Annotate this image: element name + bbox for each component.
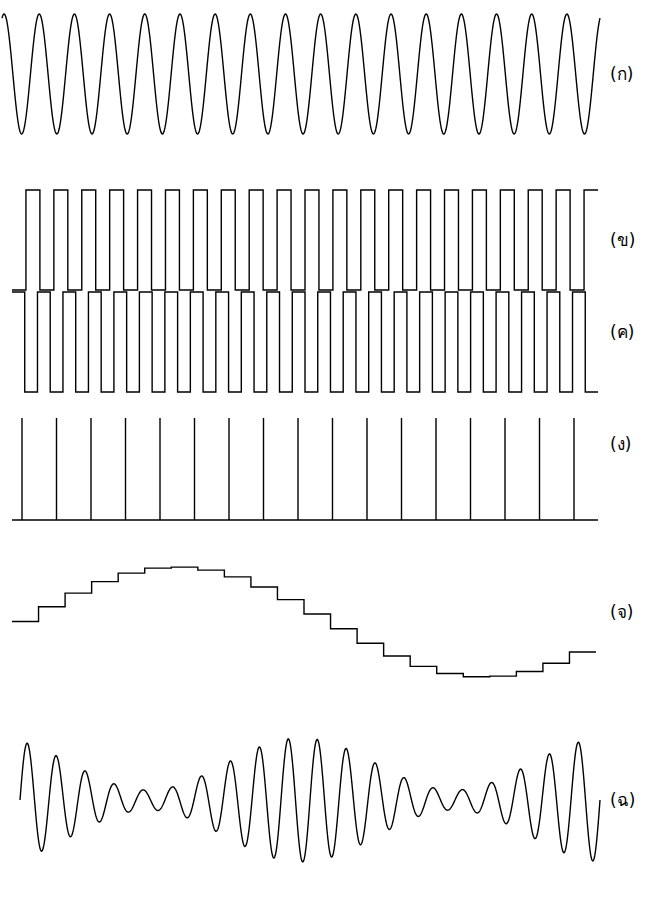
impulse-spike (90, 418, 91, 520)
impulse-spike (125, 418, 126, 520)
waveform-label: (ก) (610, 66, 633, 83)
impulse-spike (297, 418, 298, 520)
impulse-spike (56, 418, 57, 520)
waveform-label: (ข) (610, 232, 635, 249)
impulse-baseline (12, 519, 598, 520)
impulse-spike (470, 418, 471, 520)
square-wave (12, 190, 598, 290)
impulse-spike (539, 418, 540, 520)
impulse-spike (21, 418, 22, 520)
impulse-spike (228, 418, 229, 520)
am-wave (20, 739, 600, 862)
impulse-spike (573, 418, 574, 520)
impulse-spike (435, 418, 436, 520)
waveform-label: (ค) (610, 324, 634, 341)
waveform-label: (จ) (610, 604, 633, 621)
impulse-spike (263, 418, 264, 520)
square-wave (12, 292, 598, 392)
impulse-spike (194, 418, 195, 520)
waveform-label: (ง) (610, 436, 631, 453)
waveform-label: (ฉ) (610, 792, 635, 809)
staircase-wave (12, 567, 596, 677)
impulse-spike (159, 418, 160, 520)
sine-wave (2, 14, 600, 134)
impulse-spike (401, 418, 402, 520)
impulse-spike (366, 418, 367, 520)
impulse-spike (504, 418, 505, 520)
impulse-spike (332, 418, 333, 520)
